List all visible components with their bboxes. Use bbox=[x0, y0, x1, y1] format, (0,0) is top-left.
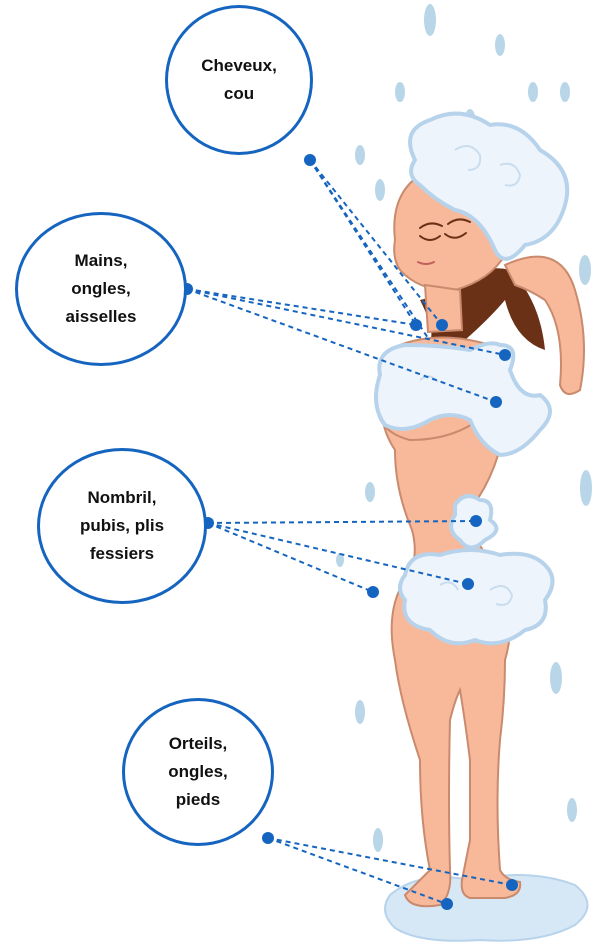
label-navel-pubis-folds: Nombril, pubis, plis fessiers bbox=[80, 484, 164, 568]
label-hair-neck: Cheveux, cou bbox=[201, 52, 277, 108]
label-bubble-navel: Nombril, pubis, plis fessiers bbox=[37, 448, 207, 604]
label-hands-nails-armpits: Mains, ongles, aisselles bbox=[66, 247, 137, 331]
label-bubble-feet: Orteils, ongles, pieds bbox=[122, 698, 274, 846]
label-toes-nails-feet: Orteils, ongles, pieds bbox=[168, 730, 228, 814]
label-bubble-hands: Mains, ongles, aisselles bbox=[15, 212, 187, 366]
label-bubble-hair-neck: Cheveux, cou bbox=[165, 5, 313, 155]
